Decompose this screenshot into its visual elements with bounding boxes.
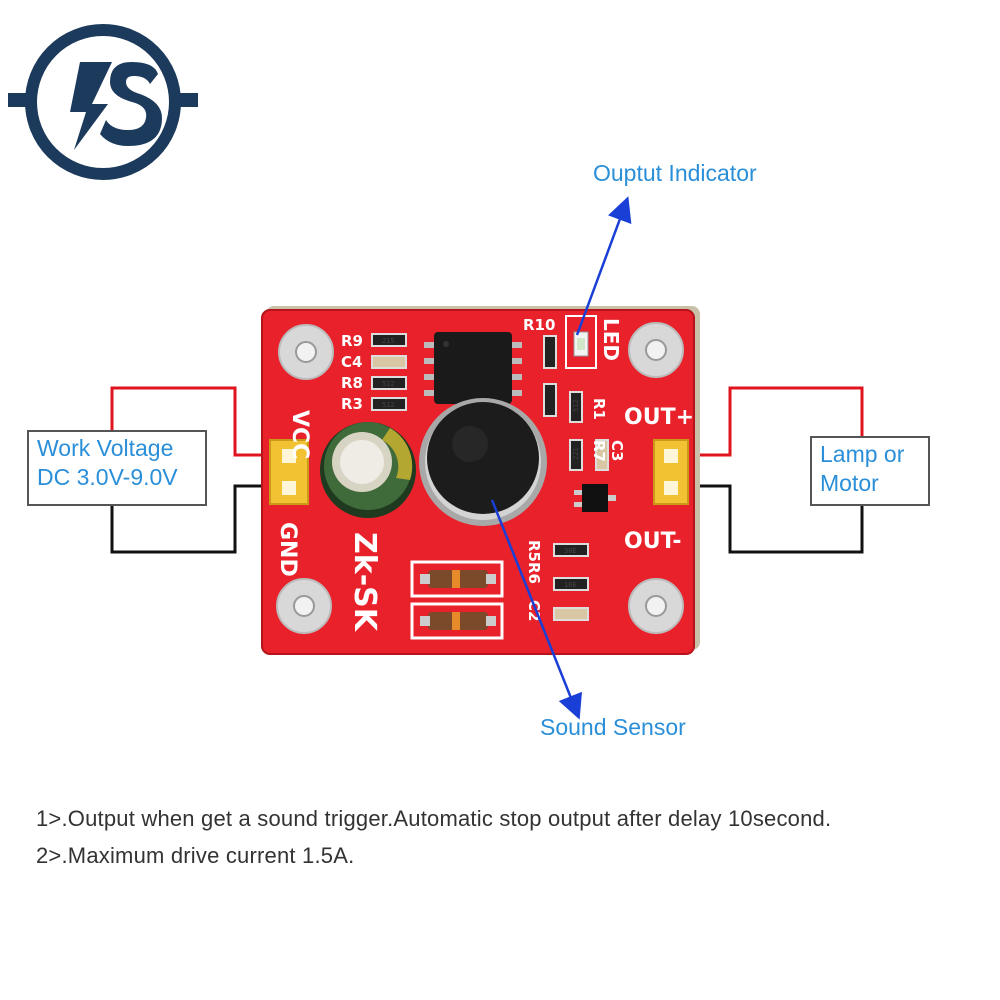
out-plus-wire bbox=[670, 386, 864, 457]
microphone-icon bbox=[419, 398, 547, 526]
gnd-wire bbox=[110, 484, 290, 554]
work-voltage-line1: Work Voltage bbox=[37, 435, 174, 461]
vcc-wire bbox=[110, 386, 290, 457]
output-indicator-label: Ouptut Indicator bbox=[593, 160, 757, 186]
smd-resistor bbox=[543, 383, 557, 417]
ic-chip bbox=[424, 332, 522, 404]
output-header bbox=[653, 439, 689, 505]
work-voltage-box: Work Voltage DC 3.0V-9.0V bbox=[27, 430, 207, 506]
load-line2: Motor bbox=[820, 470, 879, 496]
smd-resistor: 512 bbox=[569, 391, 583, 423]
ref-r9: R9 bbox=[341, 332, 363, 350]
mounting-hole bbox=[278, 324, 334, 380]
ref-r5r6: R5R6 bbox=[525, 540, 543, 584]
ref-r7: R7 bbox=[590, 440, 608, 462]
diode bbox=[410, 602, 504, 640]
smd-capacitor bbox=[595, 439, 609, 471]
pin-label-out-plus: OUT+ bbox=[624, 405, 694, 430]
svg-text:30E: 30E bbox=[564, 547, 577, 555]
ref-r8: R8 bbox=[341, 374, 363, 392]
led-label: LED bbox=[599, 318, 623, 361]
smd-resistor: 512 bbox=[371, 397, 407, 411]
diode bbox=[410, 560, 504, 598]
note-line-2: 2>.Maximum drive current 1.5A. bbox=[36, 843, 355, 868]
ref-c3: C3 bbox=[608, 440, 626, 461]
mounting-hole bbox=[628, 578, 684, 634]
smd-resistor: 30E bbox=[553, 543, 589, 557]
smd-capacitor bbox=[553, 607, 589, 621]
brand-logo-icon bbox=[8, 24, 198, 180]
svg-text:215: 215 bbox=[382, 337, 395, 345]
pin-label-out-minus: OUT- bbox=[624, 529, 681, 554]
note-line-1: 1>.Output when get a sound trigger.Autom… bbox=[36, 806, 832, 831]
work-voltage-line2: DC 3.0V-9.0V bbox=[37, 464, 178, 490]
svg-text:512: 512 bbox=[382, 401, 395, 409]
input-header bbox=[269, 439, 309, 505]
svg-text:10E: 10E bbox=[564, 581, 577, 589]
smd-resistor: 215 bbox=[371, 333, 407, 347]
sound-sensor-arrow bbox=[490, 499, 582, 720]
load-line1: Lamp or bbox=[820, 441, 905, 467]
model-label: Zk-SK bbox=[347, 532, 382, 633]
ref-c4: C4 bbox=[341, 353, 362, 371]
smd-capacitor bbox=[371, 355, 407, 369]
ref-r1: R1 bbox=[590, 398, 608, 420]
output-indicator-arrow bbox=[575, 196, 632, 336]
svg-text:221: 221 bbox=[572, 447, 580, 460]
svg-text:512: 512 bbox=[382, 380, 395, 388]
out-minus-wire bbox=[670, 484, 864, 554]
svg-text:512: 512 bbox=[572, 399, 580, 412]
pin-label-vcc: VCC bbox=[287, 410, 312, 459]
sound-sensor-label: Sound Sensor bbox=[540, 714, 686, 740]
electrolytic-capacitor bbox=[320, 422, 416, 518]
transistor bbox=[574, 484, 616, 512]
smd-resistor: 221 bbox=[569, 439, 583, 471]
ref-r3: R3 bbox=[341, 395, 363, 413]
mounting-hole bbox=[628, 322, 684, 378]
output-led bbox=[565, 315, 597, 369]
mounting-hole bbox=[276, 578, 332, 634]
load-box: Lamp or Motor bbox=[810, 436, 930, 506]
pin-label-gnd: GND bbox=[275, 522, 300, 577]
smd-resistor: 10E bbox=[553, 577, 589, 591]
ref-r10: R10 bbox=[523, 316, 555, 334]
smd-resistor bbox=[543, 335, 557, 369]
smd-resistor: 512 bbox=[371, 376, 407, 390]
